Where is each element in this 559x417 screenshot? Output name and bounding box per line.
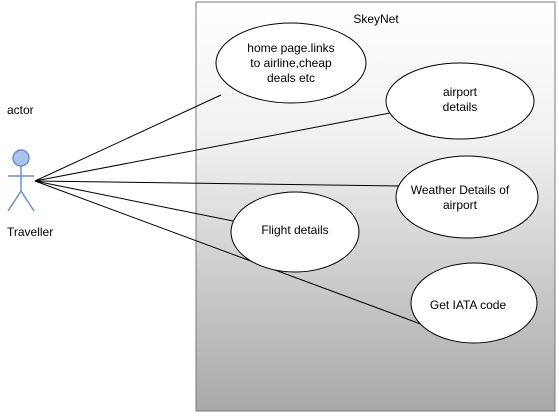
- use-case-weather-line1: Weather Details of: [411, 183, 510, 197]
- actor-head: [12, 149, 30, 167]
- use-case-home[interactable]: home page.links to airline,cheap deals e…: [215, 22, 367, 104]
- use-case-flight-line1: Flight details: [261, 223, 328, 237]
- actor-stick-figure[interactable]: [7, 149, 35, 212]
- system-name: SkeyNet: [353, 12, 399, 26]
- use-case-airport-ellipse: [385, 62, 535, 140]
- association-iata: [34, 180, 427, 327]
- association-airport: [34, 112, 391, 182]
- use-case-weather-line2: airport: [443, 198, 478, 212]
- actor-right-leg: [20, 190, 35, 212]
- use-case-airport[interactable]: airport details: [385, 62, 535, 140]
- association-flight: [34, 180, 234, 222]
- use-case-flight[interactable]: Flight details: [230, 191, 360, 273]
- actor-left-leg: [7, 190, 22, 212]
- use-case-airport-line1: airport: [443, 85, 478, 99]
- use-case-home-line2: to airline,cheap: [250, 56, 332, 70]
- actor-stereotype: actor: [7, 103, 34, 117]
- use-case-airport-line2: details: [443, 100, 478, 114]
- use-case-flight-ellipse: [230, 191, 360, 273]
- use-case-home-ellipse: [215, 22, 367, 104]
- actor-name: Traveller: [7, 225, 53, 239]
- use-case-home-line1: home page.links: [247, 41, 334, 55]
- use-case-weather-ellipse: [395, 155, 539, 239]
- association-weather: [34, 180, 400, 187]
- association-home: [34, 94, 222, 182]
- use-case-iata-ellipse: [410, 262, 538, 344]
- use-case-iata-line1: Get IATA code: [430, 298, 507, 312]
- use-case-weather[interactable]: Weather Details of airport: [395, 155, 539, 239]
- use-case-home-line3: deals etc: [267, 71, 315, 85]
- use-case-iata[interactable]: Get IATA code: [410, 262, 538, 344]
- associations: [34, 94, 427, 327]
